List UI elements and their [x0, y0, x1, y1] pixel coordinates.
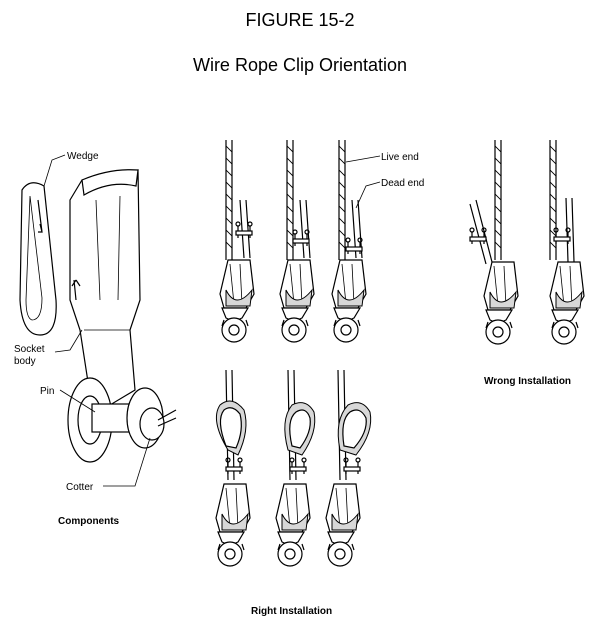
figure-caption: Wire Rope Clip Orientation: [192, 55, 408, 75]
wrong-installation-caption: Wrong Installation: [484, 376, 571, 387]
pin-label: Pin: [40, 386, 54, 397]
figure-number: FIGURE 15-2: [245, 10, 355, 30]
assembly-wrong-1: [469, 139, 519, 345]
wedge-label: Wedge: [67, 151, 99, 162]
right-installation-bottom-row: Right Installation: [215, 369, 372, 617]
assembly-right-6: [325, 369, 372, 567]
pin-part: [67, 377, 177, 463]
live-end-label: Live end: [381, 152, 419, 163]
assembly-wrong-2: [549, 139, 585, 345]
assembly-right-1: [219, 139, 255, 343]
assembly-right-5: [275, 369, 316, 567]
right-installation-top-row: Live end Dead end: [219, 139, 424, 343]
wedge-part: [19, 182, 57, 336]
socket-body-label-line1: Socket: [14, 344, 45, 355]
dead-end-label: Dead end: [381, 178, 424, 189]
wrong-installation-drawings: Wrong Installation: [469, 139, 585, 387]
assembly-right-4: [215, 369, 251, 567]
socket-body-part: [69, 169, 141, 406]
right-installation-caption: Right Installation: [251, 606, 332, 617]
assembly-right-3: [331, 139, 367, 343]
components-caption: Components: [58, 516, 120, 527]
socket-body-label-line2: body: [14, 356, 36, 367]
assembly-right-2: [279, 139, 315, 343]
cotter-label: Cotter: [66, 482, 94, 493]
components-drawing: Wedge Socket body Pin Cotter Components: [14, 151, 177, 527]
